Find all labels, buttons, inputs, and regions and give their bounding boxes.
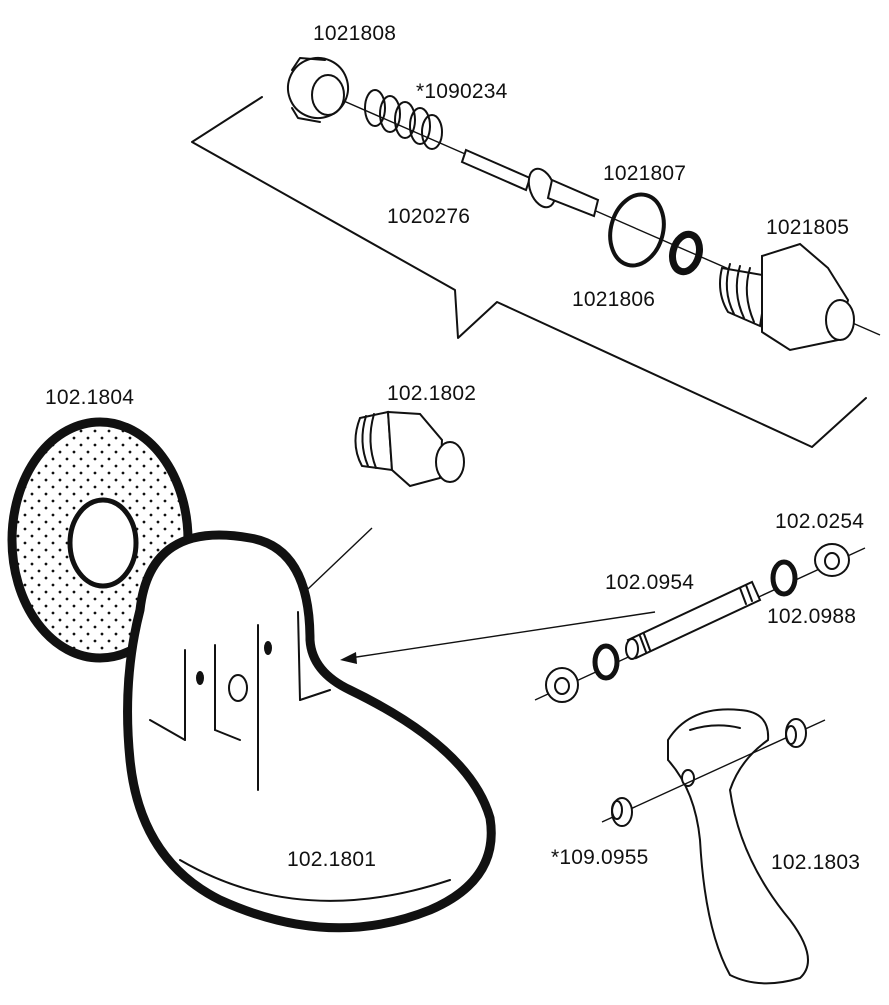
part-1021808-slotted-nut — [287, 57, 349, 123]
part-lower-nut — [545, 667, 579, 703]
detail-callout-outline — [191, 96, 867, 448]
part-102-0954-threaded-rod — [625, 580, 762, 660]
label-109-0955: *109.0955 — [551, 846, 649, 869]
part-109-0955-bushing — [611, 797, 633, 827]
label-1021806: 1021806 — [572, 288, 656, 311]
arrow-rod-to-bowl — [340, 611, 656, 664]
part-102-1801-bowl — [123, 530, 496, 933]
part-1021805-valve-body — [719, 242, 855, 352]
label-1021805: 1021805 — [766, 216, 850, 239]
part-1021807-o-ring — [608, 192, 666, 268]
part-102-0988-washer — [770, 559, 798, 597]
label-102-1803: 102.1803 — [771, 851, 861, 874]
part-1090234-spring — [364, 89, 443, 150]
label-1021807: 1021807 — [603, 162, 687, 185]
part-upper-bushing — [785, 718, 807, 748]
part-1021806-washer — [669, 230, 703, 276]
part-102-1802-valve-assembly — [354, 410, 465, 488]
label-102-0954: 102.0954 — [605, 571, 695, 594]
label-102-0988: 102.0988 — [767, 605, 857, 628]
label-102-1804: 102.1804 — [45, 386, 135, 409]
label-1090234: *1090234 — [416, 80, 508, 103]
label-1020276: 1020276 — [387, 205, 471, 228]
label-102-1802: 102.1802 — [387, 382, 477, 405]
label-102-1801: 102.1801 — [287, 848, 377, 871]
part-102-0254-nut — [814, 543, 850, 577]
part-102-1803-press-lever — [667, 708, 809, 985]
part-lower-washer — [592, 643, 620, 681]
label-1021808: 1021808 — [313, 22, 397, 45]
label-102-0254: 102.0254 — [775, 510, 865, 533]
part-1020276-valve-stem — [460, 148, 600, 218]
